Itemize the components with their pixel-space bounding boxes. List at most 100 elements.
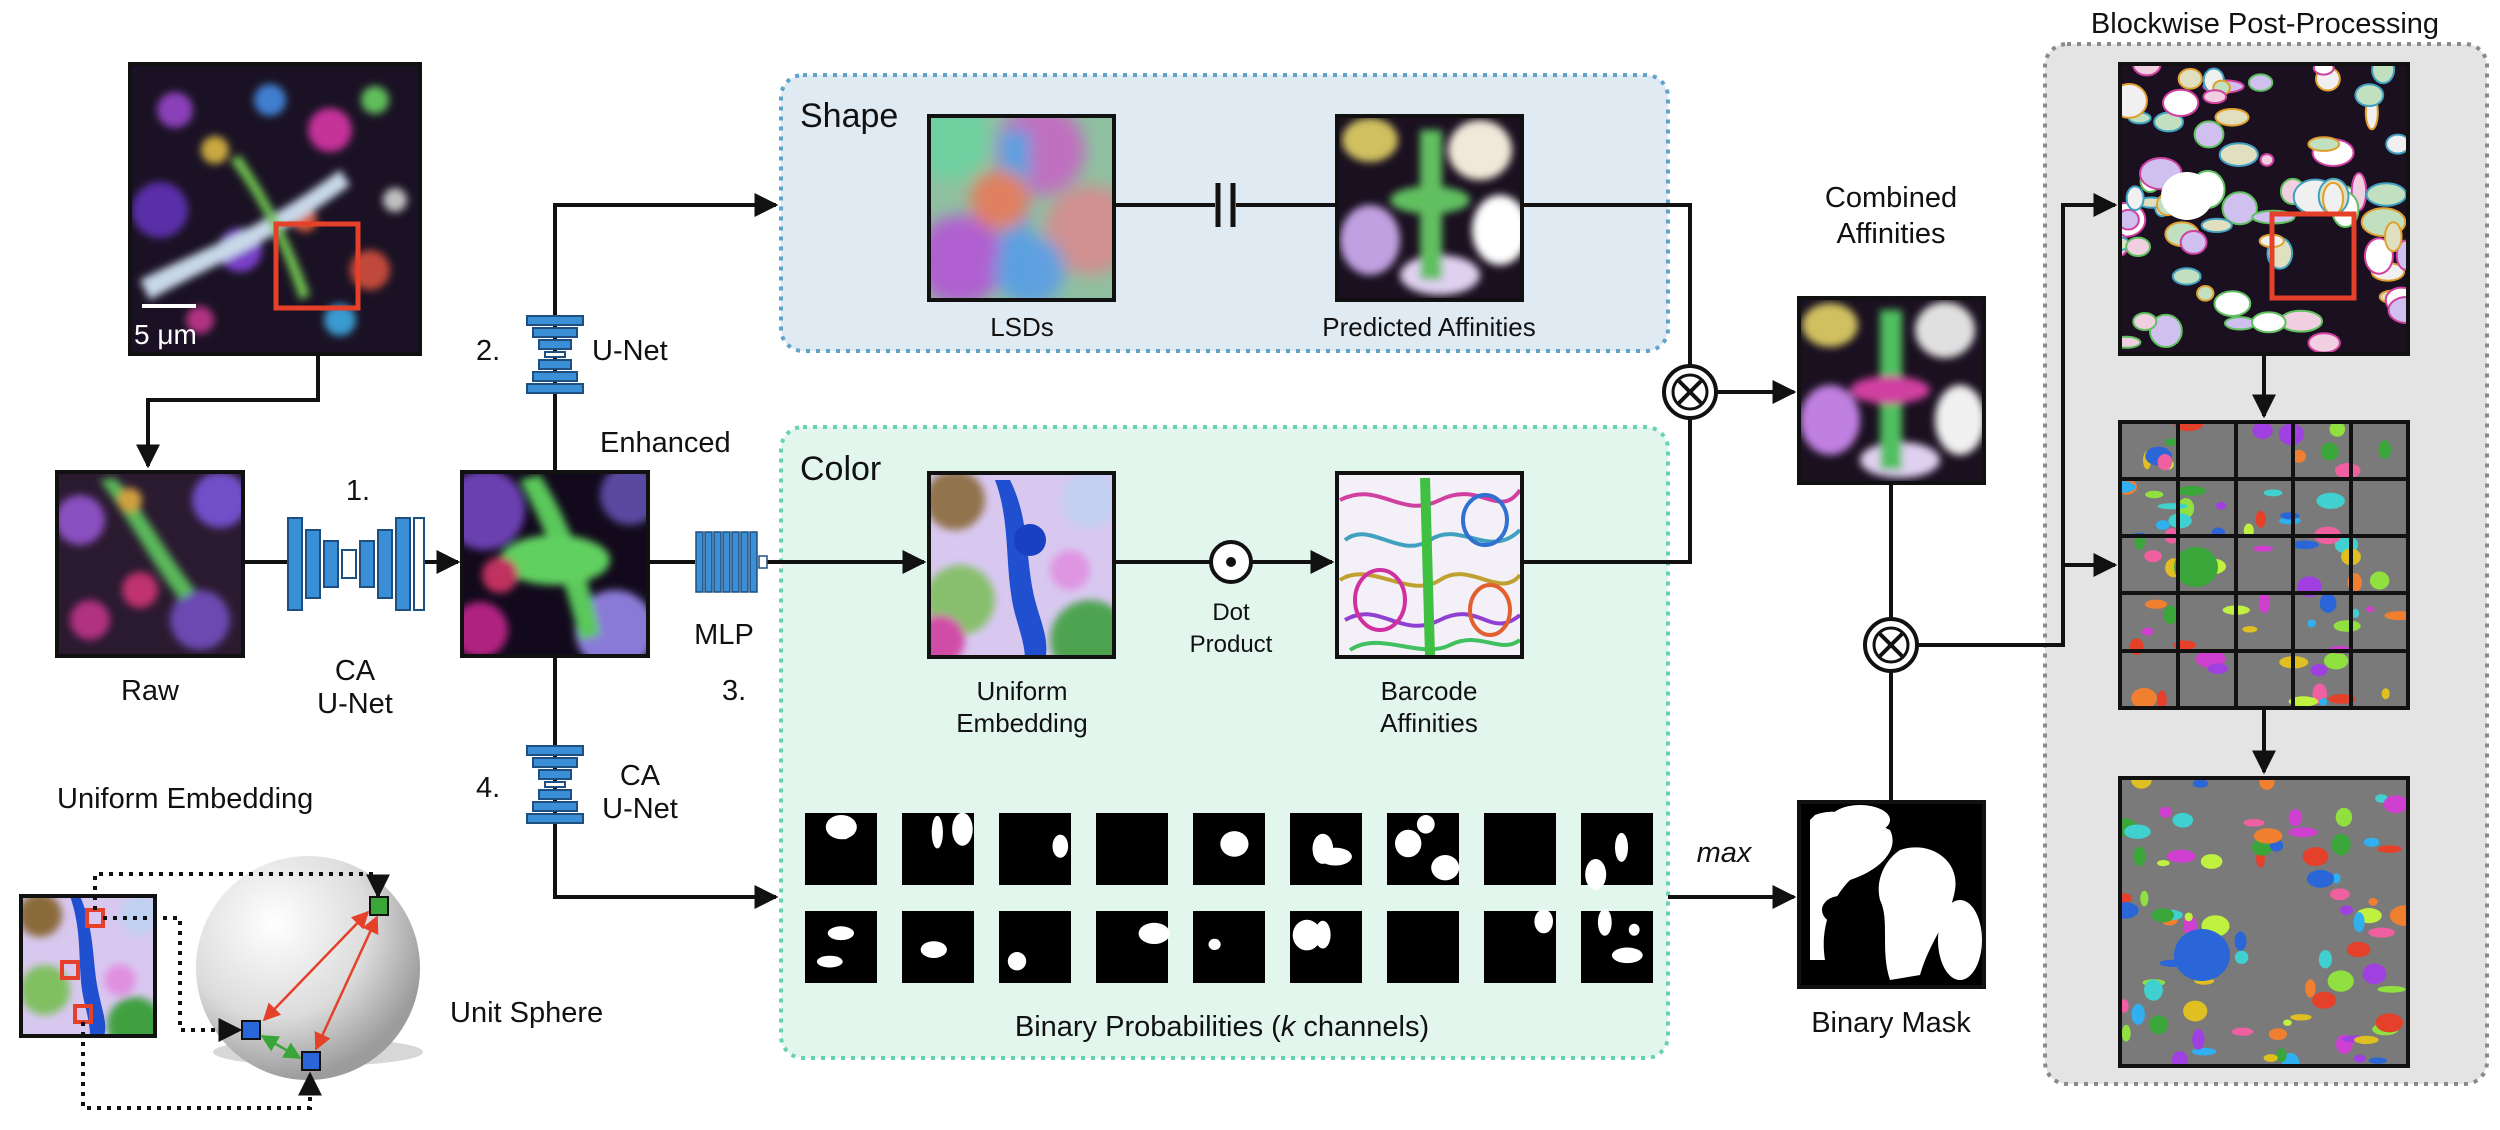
segment-blob bbox=[2353, 1054, 2366, 1063]
shape-panel-title: Shape bbox=[800, 97, 898, 135]
segment-blob bbox=[2383, 795, 2408, 814]
segment-blob bbox=[2183, 1000, 2208, 1022]
uniform-embedding-inset-image bbox=[19, 894, 157, 1038]
scale-bar-label: 5 μm bbox=[134, 319, 197, 350]
ca-unet-step4-icon bbox=[526, 745, 584, 824]
segment-blob bbox=[2234, 950, 2249, 964]
uniform-embedding-label-line1: Uniform bbox=[976, 676, 1067, 706]
segment-blob bbox=[2177, 485, 2206, 496]
segment-blob bbox=[2280, 512, 2300, 520]
binary-blob bbox=[816, 955, 843, 968]
segment-blob bbox=[2389, 905, 2408, 926]
segment-blob bbox=[2120, 481, 2136, 493]
segment-blob bbox=[2191, 1047, 2217, 1056]
segment-blob bbox=[2366, 606, 2375, 613]
segment-blob bbox=[2354, 1035, 2379, 1044]
binary-blob bbox=[1312, 833, 1334, 864]
post-final-segmentation-image bbox=[2118, 776, 2410, 1068]
affinity-bubble bbox=[2214, 108, 2250, 127]
segment-blob bbox=[2263, 1054, 2278, 1062]
segment-blob bbox=[2163, 605, 2178, 625]
segment-blob bbox=[2144, 550, 2162, 563]
binary-blob bbox=[825, 815, 857, 840]
binary-mask-image bbox=[1797, 800, 1986, 989]
step-3-label: 3. bbox=[722, 675, 746, 707]
segment-blob bbox=[2377, 986, 2406, 993]
affinity-bubble bbox=[2218, 142, 2259, 168]
dot-product-label-line2: Product bbox=[1190, 631, 1273, 658]
segment-blob bbox=[2184, 912, 2193, 922]
binary-blob bbox=[1395, 829, 1422, 858]
segment-blob bbox=[2159, 806, 2172, 818]
binary-probability-tile bbox=[805, 813, 877, 885]
segment-blob bbox=[2177, 498, 2195, 519]
binary-probabilities-label: Binary Probabilities (k channels) bbox=[1015, 1011, 1429, 1043]
segment-blob bbox=[2134, 534, 2146, 550]
segment-blob bbox=[2148, 1015, 2169, 1035]
affinity-bubble bbox=[2125, 236, 2152, 258]
affinity-bubble bbox=[2200, 217, 2233, 234]
segment-blob bbox=[2168, 513, 2192, 529]
max-label: max bbox=[1697, 837, 1753, 869]
segment-blob bbox=[2335, 807, 2353, 827]
affinity-bubble bbox=[2365, 182, 2408, 207]
segment-blob bbox=[2192, 779, 2209, 788]
affinity-bubble bbox=[2161, 172, 2213, 220]
binary-mask-label: Binary Mask bbox=[1811, 1007, 1971, 1039]
affinity-bubble bbox=[2120, 83, 2148, 119]
binary-blob bbox=[1208, 938, 1221, 951]
segment-blob bbox=[2243, 819, 2265, 827]
embedding-links bbox=[81, 872, 390, 1110]
ca-unet-label-line1: CA bbox=[335, 655, 376, 687]
uniform-embedding-title: Uniform Embedding bbox=[57, 783, 313, 815]
unit-sphere-label: Unit Sphere bbox=[450, 997, 603, 1029]
segment-blob bbox=[2368, 898, 2378, 906]
multiply-operator-top bbox=[1662, 364, 1718, 420]
segment-blob bbox=[2288, 827, 2318, 838]
barcode-affinities-label-line1: Barcode bbox=[1381, 676, 1478, 706]
raw-crop-image bbox=[55, 470, 245, 658]
segment-blob bbox=[2157, 860, 2170, 867]
segment-blob bbox=[2333, 620, 2361, 632]
affinity-bubble bbox=[2120, 335, 2142, 349]
mlp-icon bbox=[695, 531, 768, 593]
segment-blob bbox=[2288, 809, 2303, 827]
post-zoom-box bbox=[2269, 211, 2357, 301]
segment-blob bbox=[2279, 517, 2301, 525]
segment-blob bbox=[2121, 1024, 2131, 1042]
binary-probability-tile bbox=[1387, 813, 1460, 885]
binary-blob bbox=[1292, 919, 1322, 951]
affinity-bubble bbox=[2149, 313, 2183, 348]
step-2-label: 2. bbox=[476, 335, 500, 367]
segment-blob bbox=[2172, 812, 2194, 828]
segment-blob bbox=[2252, 422, 2273, 439]
ca-unet-icon bbox=[287, 517, 425, 611]
shape-panel bbox=[779, 73, 1670, 353]
binary-probability-tile bbox=[805, 911, 877, 983]
step-4-label: 4. bbox=[476, 772, 500, 804]
binary-blob bbox=[1615, 832, 1628, 862]
segment-blob bbox=[2242, 626, 2258, 633]
affinity-bubble bbox=[2202, 89, 2228, 105]
affinity-bubble bbox=[2384, 221, 2403, 253]
lsds-label: LSDs bbox=[990, 312, 1054, 342]
affinity-bubble bbox=[2177, 67, 2203, 90]
binary-blob bbox=[1628, 923, 1640, 936]
segment-blob bbox=[2319, 593, 2337, 613]
unet-label: U-Net bbox=[592, 335, 668, 367]
segment-blob bbox=[2305, 979, 2316, 998]
segment-blob bbox=[2120, 893, 2133, 904]
affinity-bubble bbox=[2221, 191, 2258, 226]
connectors bbox=[136, 193, 2276, 909]
affinity-bubble bbox=[2132, 64, 2162, 77]
mlp-label: MLP bbox=[694, 619, 754, 651]
segment-blob bbox=[2174, 547, 2218, 587]
binary-probability-tile bbox=[999, 911, 1071, 983]
segment-blob bbox=[2207, 663, 2229, 674]
ca-unet-4-label-line1: CA bbox=[620, 760, 661, 792]
binary-probability-tile bbox=[1290, 911, 1362, 983]
segment-blob bbox=[2259, 778, 2275, 790]
binary-blob bbox=[1431, 855, 1460, 881]
unet-icon bbox=[526, 315, 584, 394]
combined-affinities-label-line2: Affinities bbox=[1836, 218, 1945, 250]
